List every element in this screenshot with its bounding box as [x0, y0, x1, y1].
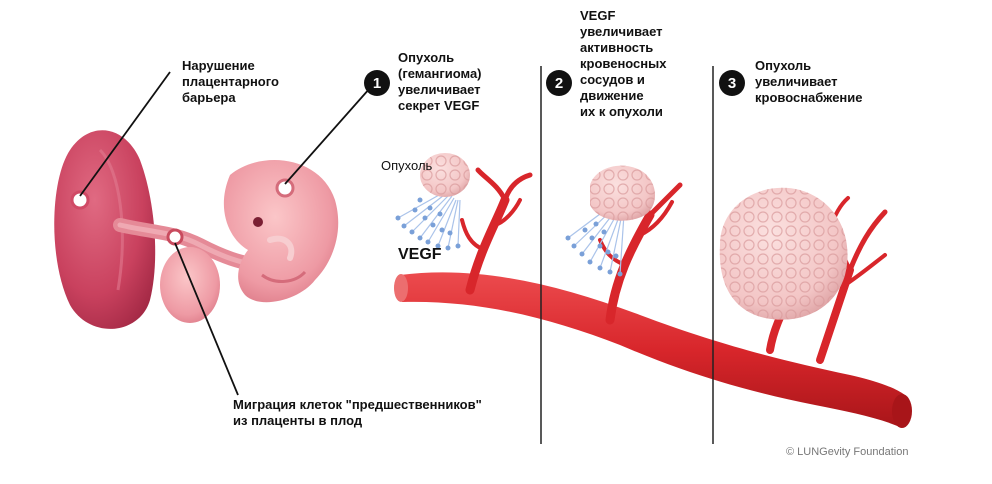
umbilical-cord: [113, 218, 262, 272]
placenta-barrier-label: Нарушение плацентарного барьера: [182, 58, 279, 105]
vessel-branches-2: [598, 182, 683, 325]
vegf-dots-2: [565, 221, 623, 277]
copyright: © LUNGevity Foundation: [786, 446, 909, 458]
step-2-badge: 2: [546, 70, 572, 96]
blood-vessel: [394, 272, 912, 428]
yolk-sac: [160, 247, 220, 323]
step-3-text: Опухоль увеличивает кровоснабжение: [755, 58, 863, 105]
tumor-small: [420, 153, 470, 197]
vegf-dots-1: [395, 197, 461, 251]
vegf-stream-1: [397, 189, 461, 249]
step-1-text: Опухоль (гемангиома) увеличивает секрет …: [398, 50, 482, 113]
step-2-text: VEGF увеличивает активность кровеносных …: [580, 8, 667, 119]
tumor-large: [719, 187, 848, 320]
step-3-badge: 3: [719, 70, 745, 96]
step-1-badge: 1: [364, 70, 390, 96]
migration-label: Миграция клеток "предшественников" из пл…: [233, 397, 482, 428]
pointer-markers: [70, 178, 295, 246]
embryo: [223, 160, 339, 303]
tumor-medium: [590, 165, 656, 221]
vegf-label: VEGF: [398, 246, 442, 263]
tumor-label: Опухоль: [381, 158, 433, 173]
pointer-lines: [79, 71, 371, 396]
vessel-branches-1: [460, 167, 533, 295]
